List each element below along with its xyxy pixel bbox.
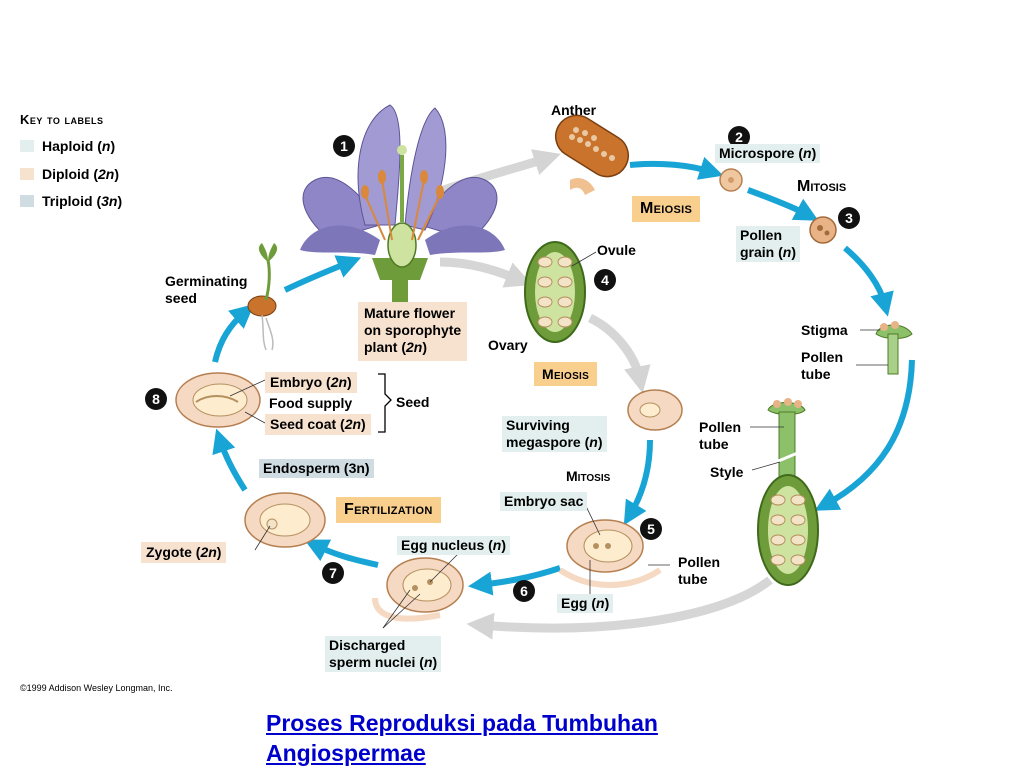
title-line-1[interactable]: Proses Reproduksi pada Tumbuhan — [266, 710, 658, 736]
step-1-badge: 1 — [333, 135, 355, 157]
fertilization-label: Fertilization — [336, 497, 441, 523]
key-diploid: Diploid (2n) — [20, 166, 119, 182]
haploid-swatch — [20, 140, 34, 152]
food-supply-label: Food supply — [269, 395, 353, 411]
germinating-seed-illustration — [247, 243, 278, 351]
egg-nucleus-label: Egg nucleus (n) — [397, 536, 511, 555]
arrow-fertilization-to-zygote — [304, 539, 379, 568]
copyright-notice: ©1999 Addison Wesley Longman, Inc. — [20, 683, 173, 693]
step-3-badge: 3 — [838, 207, 860, 229]
step-4-badge: 4 — [594, 269, 616, 291]
embryo-sac-label: Embryo sac — [500, 492, 588, 511]
key-triploid: Triploid (3n) — [20, 193, 122, 209]
mitosis-label-2: Mitosis — [566, 468, 611, 484]
step-8-badge: 8 — [145, 388, 167, 410]
seed-label: Seed — [396, 394, 430, 410]
ovule-label: Ovule — [597, 242, 636, 258]
zygote-illustration — [244, 492, 326, 548]
egg-label: Egg (n) — [557, 594, 614, 613]
ovary-illustration — [524, 241, 586, 343]
seed-illustration — [175, 372, 261, 428]
embryo-sac-illustration — [558, 519, 662, 588]
arrow-embryosac-to-fertilization — [468, 565, 561, 596]
step-7-badge: 7 — [322, 562, 344, 584]
arrow-zygote-to-seed — [212, 428, 248, 492]
arrow-ovary-to-megaspore — [587, 313, 651, 394]
step-6-badge: 6 — [513, 580, 535, 602]
meiosis-label-1: Meiosis — [632, 196, 701, 222]
anther-label: Anther — [551, 102, 597, 118]
pistil-illustration — [757, 398, 819, 586]
anther-illustration — [554, 114, 630, 195]
embryo-label: Embryo (2n) — [265, 372, 357, 393]
arrow-seed-to-seedling — [212, 304, 255, 363]
meiosis-label-2: Meiosis — [534, 362, 598, 386]
endosperm-label: Endosperm (3n) — [259, 459, 374, 478]
arrow-anther-to-microspore — [629, 156, 724, 180]
seed-coat-label: Seed coat (2n) — [265, 414, 371, 435]
triploid-swatch — [20, 195, 34, 207]
step-2-badge: 2 — [728, 126, 750, 148]
arrow-tube-to-ovule — [814, 359, 915, 511]
mature-flower — [300, 104, 505, 302]
arrow-megaspore-to-embryosac — [623, 439, 653, 526]
microspore-label: Microspore (n) — [715, 144, 821, 163]
zygote-label: Zygote (2n) — [141, 542, 227, 563]
diploid-swatch — [20, 168, 34, 180]
arrow-seedling-to-flower — [283, 255, 362, 293]
key-title: Key to labels — [20, 112, 104, 127]
arrow-microspore-to-pollen — [746, 187, 819, 221]
step-5-badge: 5 — [640, 518, 662, 540]
ovary-label: Ovary — [488, 337, 528, 353]
fertilization-illustration — [372, 557, 464, 622]
arrow-pollen-to-stigma — [843, 245, 894, 317]
megaspore-illustration — [627, 389, 683, 431]
title-line-2[interactable]: Angiospermae — [266, 740, 426, 766]
style-label: Style — [710, 464, 744, 480]
mitosis-label-1: Mitosis — [797, 178, 847, 195]
seed-bracket — [378, 373, 392, 433]
slide-title-link[interactable]: Proses Reproduksi pada Tumbuhan Angiospe… — [266, 708, 658, 768]
arrow-ovule-to-fertilization — [466, 576, 773, 640]
stigma-label: Stigma — [801, 322, 848, 338]
arrow-flower-to-ovary — [439, 257, 533, 288]
pollen-grain-cell — [809, 216, 837, 244]
stigma-illustration — [875, 321, 913, 375]
key-haploid: Haploid (n) — [20, 138, 115, 154]
